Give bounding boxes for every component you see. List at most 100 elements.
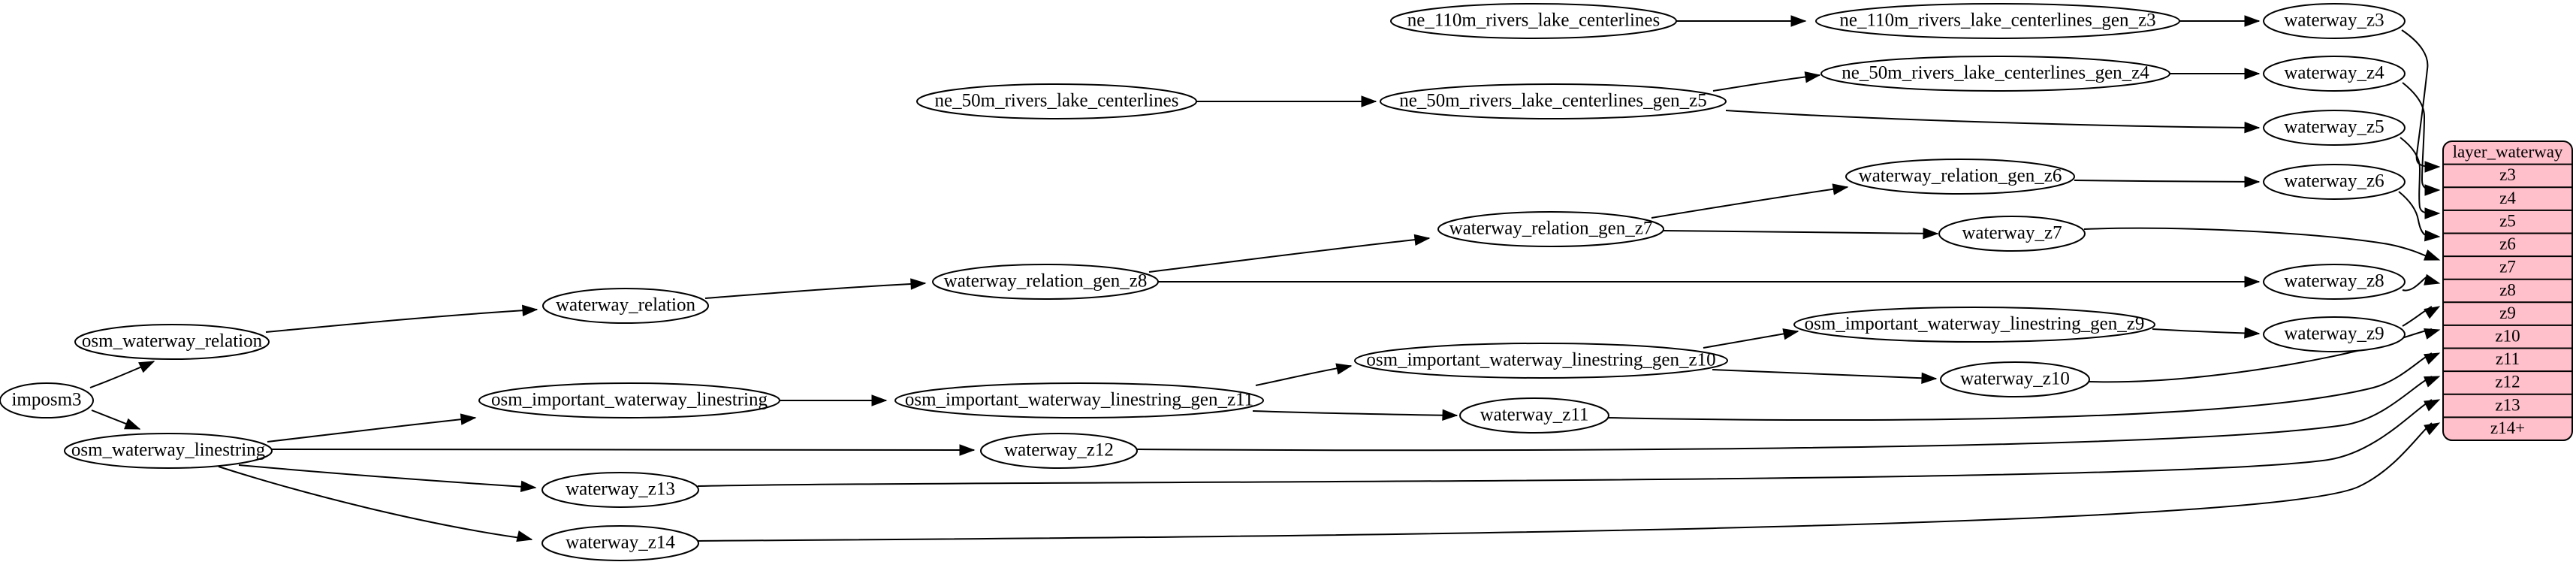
node-ellipse-waterway_relation_gen_z8[interactable] [932,264,1159,300]
edge-waterway_z7-to-rec_z7 [2083,227,2433,259]
arrowhead [959,444,976,456]
node-ne_110m_rivers_lake_centerlines_gen_z3[interactable]: ne_110m_rivers_lake_centerlines_gen_z3 [1815,3,2180,39]
arrowhead [1921,372,1938,385]
node-ellipse-ne_110m_rivers_lake_centerlines_gen_z3[interactable] [1815,3,2180,39]
node-osm_waterway_relation[interactable]: osm_waterway_relation [74,324,270,360]
node-label-waterway_z6: waterway_z6 [2284,171,2384,192]
arrowhead [1923,227,1939,240]
node-ellipse-ne_50m_rivers_lake_centerlines_gen_z4[interactable] [1820,56,2170,92]
node-waterway_z6[interactable]: waterway_z6 [2263,164,2406,200]
record-row-label-z4: z4 [2499,189,2516,207]
node-osm_waterway_linestring[interactable]: osm_waterway_linestring [64,433,273,469]
arrowhead [2424,328,2441,340]
arrowhead [2424,184,2441,196]
node-waterway_z12[interactable]: waterway_z12 [980,433,1138,469]
edge-waterway_z13-to-rec_z13 [697,399,2433,487]
edge-waterway_z12-to-rec_z12 [1136,376,2433,452]
node-osm_important_waterway_linestring[interactable]: osm_important_waterway_linestring [478,382,780,418]
arrowhead [2424,399,2441,412]
node-ellipse-ne_50m_rivers_lake_centerlines[interactable] [916,83,1197,119]
edges-layer [89,20,2434,542]
arrowhead [460,413,477,425]
node-ellipse-osm_waterway_linestring[interactable] [64,433,273,469]
node-label-ne_110m_rivers_lake_centerlines: ne_110m_rivers_lake_centerlines [1407,11,1660,31]
node-ellipse-waterway_z7[interactable] [1938,216,2086,252]
record-node-layer-waterway[interactable] [2442,140,2573,441]
node-waterway_z14[interactable]: waterway_z14 [541,525,699,561]
node-waterway_z7[interactable]: waterway_z7 [1938,216,2086,252]
node-ellipse-waterway_relation_gen_z6[interactable] [1845,159,2075,195]
record-header-label: layer_waterway [2453,143,2563,162]
node-label-ne_110m_rivers_lake_centerlines_gen_z3: ne_110m_rivers_lake_centerlines_gen_z3 [1839,11,2155,31]
node-label-waterway_relation_gen_z7: waterway_relation_gen_z7 [1449,219,1653,239]
node-osm_important_waterway_linestring_gen_z11[interactable]: osm_important_waterway_linestring_gen_z1… [894,382,1264,418]
node-ellipse-osm_waterway_relation[interactable] [74,324,270,360]
arrowhead [2424,306,2441,319]
node-ellipse-waterway_z3[interactable] [2263,3,2406,39]
edge-waterway_relation_gen_z8-to-waterway_relation_gen_z7 [1148,237,1430,273]
arrowhead [2424,207,2441,219]
node-ellipse-ne_50m_rivers_lake_centerlines_gen_z5[interactable] [1380,83,1727,119]
node-ellipse-imposm3[interactable] [0,382,94,418]
record-node-layer[interactable]: layer_waterwayz3z4z5z6z7z8z9z10z11z12z13… [2442,140,2573,441]
node-ellipse-waterway_z6[interactable] [2263,164,2406,200]
node-ellipse-osm_important_waterway_linestring_gen_z10[interactable] [1354,343,1728,379]
node-ellipse-waterway_relation[interactable] [542,288,709,324]
node-ellipse-waterway_relation_gen_z7[interactable] [1437,211,1664,247]
node-ellipse-waterway_z4[interactable] [2263,56,2406,92]
node-ellipse-ne_110m_rivers_lake_centerlines[interactable] [1390,3,1677,39]
node-waterway_relation_gen_z6[interactable]: waterway_relation_gen_z6 [1845,159,2075,195]
node-imposm3[interactable]: imposm3 [0,382,94,418]
node-ellipse-waterway_z11[interactable] [1459,397,1609,434]
node-label-osm_important_waterway_linestring_gen_z11: osm_important_waterway_linestring_gen_z1… [905,390,1253,410]
arrowhead [871,394,888,406]
node-ellipse-waterway_z8[interactable] [2263,264,2406,300]
node-waterway_z10[interactable]: waterway_z10 [1940,361,2090,397]
node-label-waterway_z8: waterway_z8 [2284,271,2384,292]
node-waterway_relation_gen_z8[interactable]: waterway_relation_gen_z8 [932,264,1159,300]
node-waterway_z13[interactable]: waterway_z13 [541,472,699,508]
node-ne_50m_rivers_lake_centerlines[interactable]: ne_50m_rivers_lake_centerlines [916,83,1197,119]
node-label-waterway_z11: waterway_z11 [1480,405,1589,425]
node-osm_important_waterway_linestring_gen_z10[interactable]: osm_important_waterway_linestring_gen_z1… [1354,343,1728,379]
node-label-imposm3: imposm3 [11,390,81,410]
node-ellipse-waterway_z9[interactable] [2263,316,2406,352]
node-ellipse-osm_important_waterway_linestring_gen_z11[interactable] [894,382,1264,418]
edge-ne_50m_rivers_lake_centerlines_gen_z5-to-ne_50m_rivers_lake_centerlines_gen_z4 [1712,74,1820,92]
node-ellipse-osm_important_waterway_linestring_gen_z9[interactable] [1793,307,2155,343]
node-waterway_z11[interactable]: waterway_z11 [1459,397,1609,434]
arrowhead [520,480,537,492]
node-label-waterway_z3: waterway_z3 [2284,11,2384,31]
node-ne_50m_rivers_lake_centerlines_gen_z5[interactable]: ne_50m_rivers_lake_centerlines_gen_z5 [1380,83,1727,119]
node-ellipse-waterway_z12[interactable] [980,433,1138,469]
node-ne_50m_rivers_lake_centerlines_gen_z4[interactable]: ne_50m_rivers_lake_centerlines_gen_z4 [1820,56,2170,92]
node-label-osm_important_waterway_linestring_gen_z10: osm_important_waterway_linestring_gen_z1… [1366,350,1715,370]
node-waterway_z9[interactable]: waterway_z9 [2263,316,2406,352]
node-ellipse-osm_important_waterway_linestring[interactable] [478,382,780,418]
node-label-osm_waterway_linestring: osm_waterway_linestring [71,440,266,461]
node-waterway_z3[interactable]: waterway_z3 [2263,3,2406,39]
node-waterway_z8[interactable]: waterway_z8 [2263,264,2406,300]
record-row-label-z10: z10 [2495,327,2520,346]
record-row-label-z3: z3 [2499,165,2516,184]
node-osm_important_waterway_linestring_gen_z9[interactable]: osm_important_waterway_linestring_gen_z9 [1793,307,2155,343]
node-ellipse-waterway_z10[interactable] [1940,361,2090,397]
node-ellipse-waterway_z13[interactable] [541,472,699,508]
node-ne_110m_rivers_lake_centerlines[interactable]: ne_110m_rivers_lake_centerlines [1390,3,1677,39]
arrowhead [1442,409,1458,421]
node-waterway_relation[interactable]: waterway_relation [542,288,709,324]
node-waterway_z5[interactable]: waterway_z5 [2263,110,2406,146]
record-row-label-z7: z7 [2499,258,2516,276]
edge-osm_waterway_linestring-to-waterway_z12 [271,449,975,451]
record-row-label-z6: z6 [2499,234,2516,253]
node-waterway_z4[interactable]: waterway_z4 [2263,56,2406,92]
node-waterway_relation_gen_z7[interactable]: waterway_relation_gen_z7 [1437,211,1664,247]
node-ellipse-waterway_z14[interactable] [541,525,699,561]
arrowhead [2424,161,2441,173]
edge-waterway_relation_gen_z7-to-waterway_relation_gen_z6 [1651,186,1848,219]
edge-waterway_z10-to-rec_z10 [2088,328,2433,383]
edge-waterway_relation_gen_z7-to-waterway_z7 [1662,230,1938,234]
arrowhead [516,530,533,542]
node-ellipse-waterway_z5[interactable] [2263,110,2406,146]
